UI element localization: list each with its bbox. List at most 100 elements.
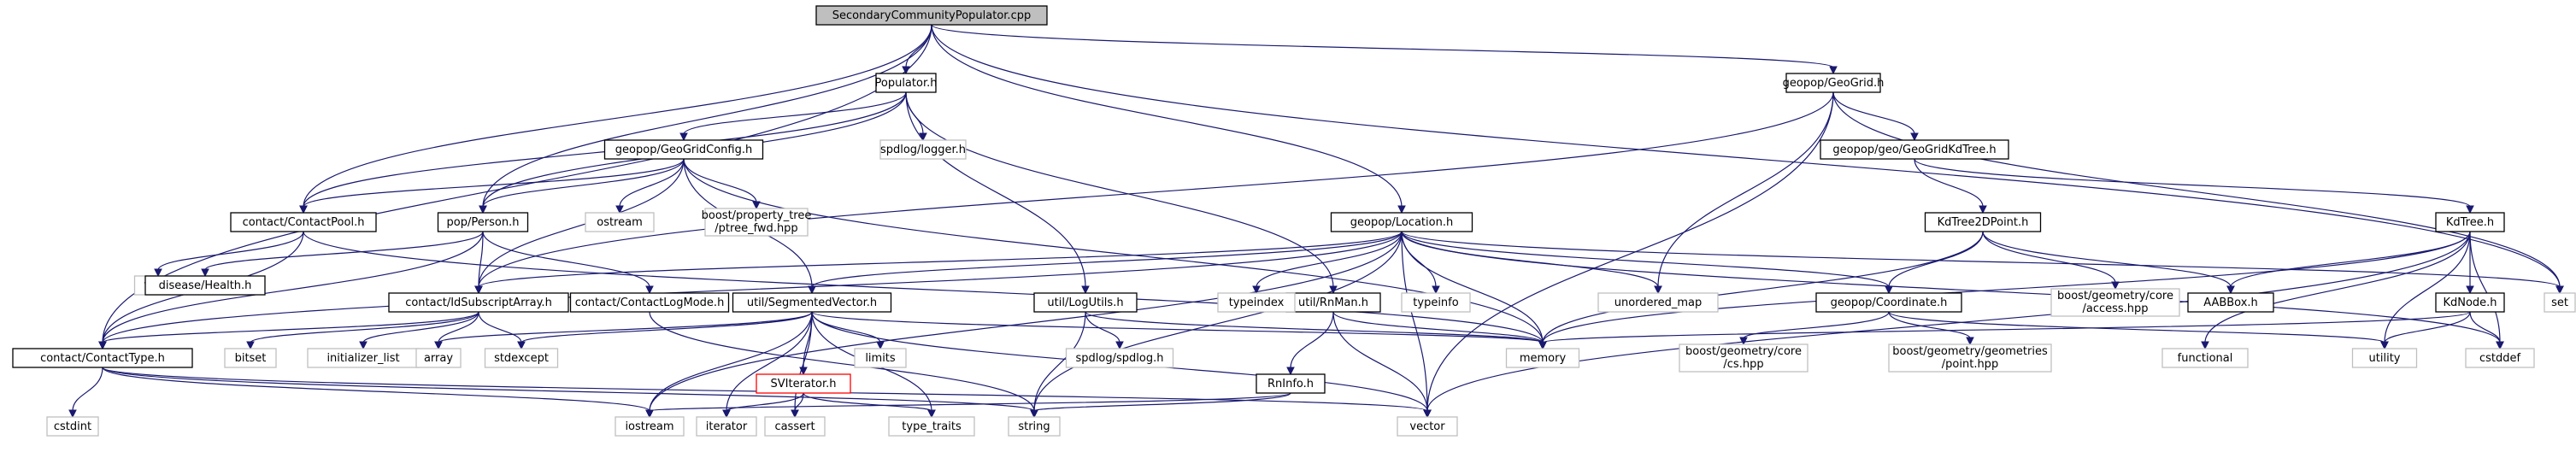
edge-coordinate-to-cs xyxy=(1739,311,1890,346)
edge-person-to-logmode xyxy=(482,231,654,295)
node-person[interactable]: pop/Person.h xyxy=(437,212,529,232)
node-kdnode[interactable]: KdNode.h xyxy=(2435,292,2505,313)
node-sviterator[interactable]: SVIterator.h xyxy=(756,373,851,394)
edge-root-to-person xyxy=(479,24,932,214)
edge-idsubscript-to-stdexcept xyxy=(478,311,526,350)
edge-kdnode-to-utility xyxy=(2380,311,2471,350)
edge-root-to-contactpool xyxy=(299,24,932,214)
node-logger: spdlog/logger.h xyxy=(879,139,967,160)
node-cstddef: cstddef xyxy=(2465,348,2535,368)
node-kdtree2d[interactable]: KdTree2DPoint.h xyxy=(1924,212,2042,232)
node-label-idsubscript: contact/IdSubscriptArray.h xyxy=(405,296,552,309)
node-label-unordered_map: unordered_map xyxy=(1614,296,1703,309)
edge-segvec-to-iterator xyxy=(722,311,813,419)
edge-root-to-populator xyxy=(902,24,932,75)
node-rnman[interactable]: util/RnMan.h xyxy=(1285,292,1381,313)
node-label-access-line2: /access.hpp xyxy=(2082,302,2148,315)
node-label-type_traits: type_traits xyxy=(902,420,962,433)
node-contactpool[interactable]: contact/ContactPool.h xyxy=(230,212,377,232)
edge-coordinate-to-point xyxy=(1888,311,1974,346)
node-label-coordinate: geopop/Coordinate.h xyxy=(1831,296,1948,309)
node-label-kdnode: KdNode.h xyxy=(2443,296,2497,309)
edge-segvec-to-memory xyxy=(811,311,1547,350)
node-unordered_map: unordered_map xyxy=(1597,292,1719,313)
node-logmode[interactable]: contact/ContactLogMode.h xyxy=(569,292,730,313)
node-cs: boost/geometry/core/cs.hpp xyxy=(1679,343,1808,373)
edges-layer xyxy=(68,24,2564,419)
node-label-bitset: bitset xyxy=(235,352,267,365)
node-label-logmode: contact/ContactLogMode.h xyxy=(575,296,725,309)
node-label-logutils: util/LogUtils.h xyxy=(1047,296,1123,309)
node-kdtree[interactable]: KdTree.h xyxy=(2435,212,2505,232)
edge-contacttype-to-iostream xyxy=(102,367,654,419)
node-label-ptree-line2: /ptree_fwd.hpp xyxy=(715,222,797,235)
node-rninfo[interactable]: RnInfo.h xyxy=(1256,373,1326,394)
node-type_traits: type_traits xyxy=(888,416,975,437)
edge-kdtree2d-to-coordinate xyxy=(1885,231,1984,295)
node-label-person: pop/Person.h xyxy=(447,216,520,229)
node-label-location: geopop/Location.h xyxy=(1350,216,1453,229)
node-idsubscript[interactable]: contact/IdSubscriptArray.h xyxy=(388,292,569,313)
node-label-segvec: util/SegmentedVector.h xyxy=(747,296,877,309)
edge-geogridconfig-to-ptree xyxy=(683,158,761,210)
edge-geogridkdtree-to-kdtree2d xyxy=(1914,158,1987,214)
node-logutils[interactable]: util/LogUtils.h xyxy=(1033,292,1138,313)
edge-segvec-to-array xyxy=(434,311,813,350)
edge-idsubscript-to-initlist xyxy=(359,311,479,350)
node-label-point-line2: /point.hpp xyxy=(1942,358,1998,371)
edge-geogridconfig-to-person xyxy=(479,158,685,214)
node-coordinate[interactable]: geopop/Coordinate.h xyxy=(1815,292,1962,313)
edge-rnman-to-rninfo xyxy=(1286,311,1334,376)
node-contacttype[interactable]: contact/ContactType.h xyxy=(12,348,193,368)
edge-kdtree-to-cstddef xyxy=(2469,231,2504,350)
node-populator[interactable]: Populator.h xyxy=(875,73,938,93)
edge-kdtree-to-functional xyxy=(2201,231,2471,350)
node-label-point-line1: boost/geometry/geometries xyxy=(1892,345,2048,358)
node-point: boost/geometry/geometries/point.hpp xyxy=(1888,343,2052,373)
node-label-ostream: ostream xyxy=(597,216,643,229)
edge-kdtree2d-to-access xyxy=(1982,231,2120,291)
edge-location-to-set xyxy=(1401,231,2564,295)
edge-populator-to-contactpool xyxy=(299,91,907,214)
edge-segvec-to-stdexcept xyxy=(517,311,813,350)
edge-rnman-to-memory xyxy=(1332,311,1547,350)
edge-location-to-typeindex xyxy=(1252,231,1403,295)
node-iterator: iterator xyxy=(696,416,757,437)
node-label-populator: Populator.h xyxy=(875,77,938,90)
node-ostream: ostream xyxy=(585,212,655,232)
node-functional: functional xyxy=(2161,348,2249,368)
node-label-ptree-line1: boost/property_tree xyxy=(702,209,812,222)
node-geogridkdtree[interactable]: geopop/geo/GeoGridKdTree.h xyxy=(1820,139,2009,160)
edge-location-to-segvec xyxy=(808,231,1403,295)
edge-geogridconfig-to-contactpool xyxy=(299,158,685,214)
node-health[interactable]: disease/Health.h xyxy=(144,275,266,296)
node-label-logger: spdlog/logger.h xyxy=(880,144,966,156)
edge-idsubscript-to-bitset xyxy=(246,311,479,350)
node-aabbox[interactable]: AABBox.h xyxy=(2187,292,2274,313)
node-typeinfo: typeinfo xyxy=(1401,292,1471,313)
node-segvec[interactable]: util/SegmentedVector.h xyxy=(732,292,892,313)
edge-sviterator-to-type_traits xyxy=(803,392,936,419)
node-label-geogridconfig: geopop/GeoGridConfig.h xyxy=(615,144,752,156)
node-geogridconfig[interactable]: geopop/GeoGridConfig.h xyxy=(603,139,764,160)
node-label-rnman: util/RnMan.h xyxy=(1298,296,1368,309)
edge-populator-to-logutils xyxy=(905,91,1090,295)
node-label-contactpool: contact/ContactPool.h xyxy=(243,216,365,229)
node-location[interactable]: geopop/Location.h xyxy=(1330,212,1473,232)
edge-kdtree-to-vector xyxy=(1423,231,2471,419)
node-stdexcept: stdexcept xyxy=(484,348,559,368)
node-label-geogrid: geopop/GeoGrid.h xyxy=(1783,77,1885,90)
node-access: boost/geometry/core/access.hpp xyxy=(2050,288,2180,317)
node-root[interactable]: SecondaryCommunityPopulator.cpp xyxy=(815,5,1048,26)
node-label-typeinfo: typeinfo xyxy=(1413,296,1458,309)
node-string: string xyxy=(1008,416,1061,437)
nodes-layer: SecondaryCommunityPopulator.cppPopulator… xyxy=(12,5,2576,437)
edge-kdtree-to-aabbox xyxy=(2226,231,2471,295)
node-label-initlist: initializer_list xyxy=(326,352,399,365)
edge-logmode-to-string xyxy=(649,311,1038,419)
edge-sviterator-to-iterator xyxy=(722,392,804,419)
node-label-vector: vector xyxy=(1409,420,1445,433)
node-cstdint: cstdint xyxy=(46,416,99,437)
node-geogrid[interactable]: geopop/GeoGrid.h xyxy=(1783,73,1885,93)
node-typeindex: typeindex xyxy=(1217,292,1296,313)
